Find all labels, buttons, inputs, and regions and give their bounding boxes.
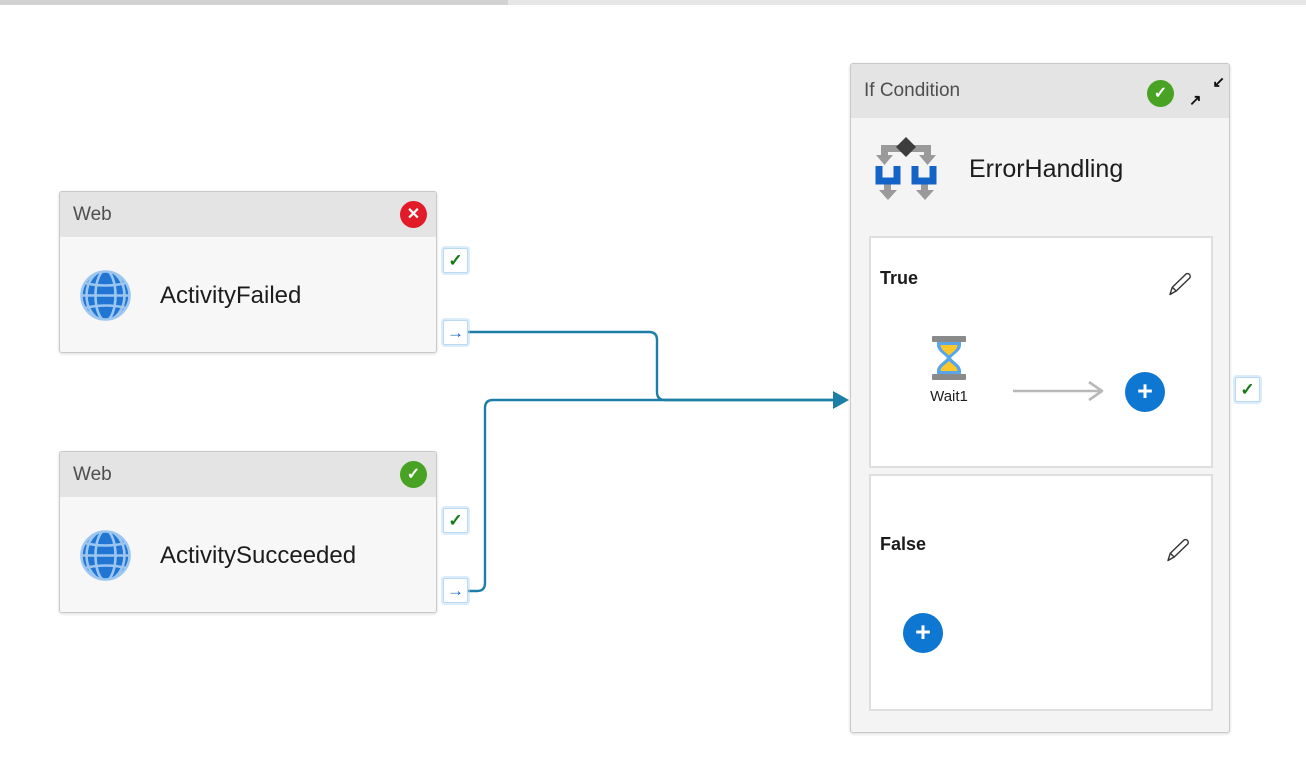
false-branch-container: False + bbox=[869, 474, 1213, 711]
node-header: Web ✓ bbox=[60, 452, 436, 497]
activityfailed-output-port[interactable]: → bbox=[443, 320, 468, 345]
arrow-up-right-icon: ↗ bbox=[1189, 92, 1202, 109]
activitysucceeded-success-port[interactable]: ✓ bbox=[443, 508, 468, 533]
web-activity-icon bbox=[80, 270, 131, 321]
node-type-label: Web bbox=[73, 463, 112, 485]
node-body: ActivitySucceeded bbox=[60, 497, 436, 612]
true-branch-label: True bbox=[880, 268, 919, 288]
activity-node-errorhandling[interactable]: If Condition ✓ ↙ ↗ bbox=[850, 63, 1230, 733]
node-header: Web ✕ bbox=[60, 192, 436, 237]
edit-true-branch-icon[interactable] bbox=[1165, 271, 1193, 299]
connector-activitysucceeded-to-if bbox=[468, 398, 833, 593]
connector-arrowhead-icon bbox=[833, 391, 849, 409]
node-type-label: If Condition bbox=[864, 80, 961, 101]
activitysucceeded-output-port[interactable]: → bbox=[443, 578, 468, 603]
check-icon: ✓ bbox=[448, 511, 463, 530]
activity-name: ErrorHandling bbox=[969, 154, 1124, 183]
add-activity-false-button[interactable]: + bbox=[903, 613, 943, 653]
plus-icon: + bbox=[1137, 375, 1153, 406]
true-branch-container: True Wait1 + bbox=[869, 236, 1213, 468]
node-header: If Condition ✓ ↙ ↗ bbox=[851, 64, 1229, 118]
check-icon: ✓ bbox=[1240, 380, 1255, 399]
activity-node-activitysucceeded[interactable]: Web ✓ ActivitySucceeded bbox=[59, 451, 437, 613]
status-succeeded-icon: ✓ bbox=[1147, 80, 1174, 107]
web-activity-icon bbox=[80, 530, 131, 581]
add-activity-true-button[interactable]: + bbox=[1125, 372, 1165, 412]
false-branch-label: False bbox=[880, 534, 927, 554]
status-failed-icon: ✕ bbox=[400, 201, 427, 228]
collapse-icon[interactable]: ↙ ↗ bbox=[1189, 75, 1225, 108]
status-succeeded-icon: ✓ bbox=[400, 461, 427, 488]
arrow-right-icon: → bbox=[447, 581, 464, 600]
activity-name: ActivitySucceeded bbox=[160, 541, 357, 569]
node-body: ActivityFailed bbox=[60, 237, 436, 352]
ifcondition-success-port[interactable]: ✓ bbox=[1235, 377, 1260, 402]
activity-node-activityfailed[interactable]: Web ✕ ActivityFailed bbox=[59, 191, 437, 353]
check-icon: ✓ bbox=[448, 251, 463, 270]
horizontal-scrollbar[interactable] bbox=[0, 0, 1306, 5]
if-condition-icon bbox=[875, 137, 937, 200]
next-activity-arrow-icon bbox=[1013, 380, 1104, 402]
activityfailed-success-port[interactable]: ✓ bbox=[443, 248, 468, 273]
scrollbar-thumb[interactable] bbox=[0, 0, 508, 5]
check-icon: ✓ bbox=[406, 465, 421, 483]
arrow-right-icon: → bbox=[447, 323, 464, 342]
arrow-down-left-icon: ↙ bbox=[1212, 74, 1225, 91]
edit-false-branch-icon[interactable] bbox=[1163, 537, 1191, 565]
cross-icon: ✕ bbox=[406, 205, 421, 223]
activity-name: ActivityFailed bbox=[160, 281, 302, 309]
wait-activity-label: Wait1 bbox=[930, 388, 968, 405]
if-condition-title-row: ErrorHandling bbox=[873, 137, 1123, 201]
node-type-label: Web bbox=[73, 203, 112, 225]
plus-icon: + bbox=[915, 616, 931, 647]
hourglass-icon bbox=[932, 336, 966, 380]
connector-activityfailed-to-if bbox=[468, 330, 833, 402]
check-icon: ✓ bbox=[1153, 84, 1168, 102]
wait-activity-node[interactable]: Wait1 bbox=[921, 336, 977, 405]
